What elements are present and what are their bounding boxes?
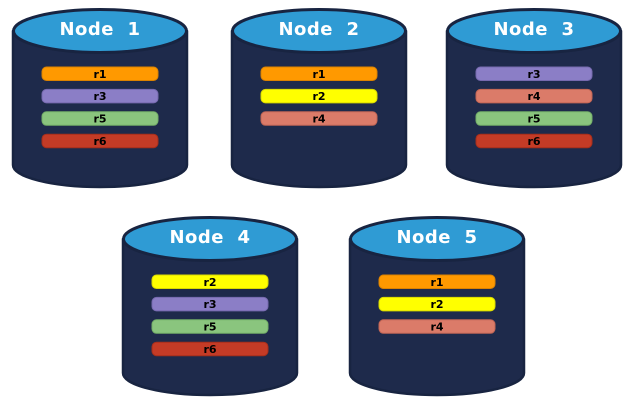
replica-bar-r5 bbox=[151, 319, 269, 334]
database-cylinder-icon: r1 r2 r4 bbox=[348, 216, 526, 397]
replica-bar-r6 bbox=[151, 341, 269, 357]
replica-label: r2 bbox=[312, 90, 325, 103]
replica-bar-r4 bbox=[475, 88, 593, 104]
replica-label: r3 bbox=[203, 298, 216, 311]
db-node: r3 r4 r5 r6 Node 3 bbox=[444, 5, 624, 191]
cylinder-cap bbox=[349, 216, 525, 262]
cylinder-cap bbox=[231, 8, 407, 54]
database-cylinder-icon: r1 r3 r5 r6 bbox=[11, 8, 189, 189]
node-title: Node 5 bbox=[396, 227, 478, 248]
replica-label: r6 bbox=[93, 135, 106, 148]
replica-label: r4 bbox=[312, 113, 325, 126]
db-node: r2 r3 r5 r6 Node 4 bbox=[120, 213, 300, 399]
replica-bar-r2 bbox=[260, 88, 378, 104]
node-title: Node 2 bbox=[278, 19, 360, 40]
replica-bar-r3 bbox=[151, 296, 269, 312]
replica-bars-group: r1 r3 r5 r6 bbox=[41, 66, 159, 149]
replica-bar-r6 bbox=[41, 133, 159, 149]
replica-bar-r4 bbox=[378, 319, 496, 334]
replica-bar-r4 bbox=[260, 111, 378, 126]
database-cylinder-icon: r3 r4 r5 r6 bbox=[445, 8, 623, 189]
db-node: r1 r3 r5 r6 Node 1 bbox=[10, 5, 190, 191]
replica-label: r1 bbox=[430, 276, 443, 289]
replica-bar-r2 bbox=[151, 274, 269, 289]
db-node: r1 r2 r4 Node 2 bbox=[229, 5, 409, 191]
replica-label: r2 bbox=[203, 276, 216, 289]
cylinder-body bbox=[11, 29, 189, 189]
cylinder-cap bbox=[12, 8, 188, 54]
database-cylinder-icon: r1 r2 r4 bbox=[230, 8, 408, 189]
replica-label: r5 bbox=[203, 321, 216, 334]
replica-label: r4 bbox=[430, 321, 443, 334]
replica-label: r3 bbox=[93, 90, 106, 103]
replica-bar-r1 bbox=[41, 66, 159, 81]
replica-bar-r6 bbox=[475, 133, 593, 149]
replica-bars-group: r1 r2 r4 bbox=[378, 274, 496, 334]
node-title: Node 3 bbox=[493, 19, 575, 40]
cylinder-body bbox=[230, 29, 408, 189]
cylinder-body bbox=[348, 237, 526, 397]
replica-bar-r1 bbox=[378, 274, 496, 289]
replica-label: r5 bbox=[93, 113, 106, 126]
replica-bar-r5 bbox=[475, 111, 593, 126]
replica-bar-r3 bbox=[475, 66, 593, 81]
replica-label: r5 bbox=[527, 113, 540, 126]
replica-bars-group: r3 r4 r5 r6 bbox=[475, 66, 593, 149]
replica-label: r6 bbox=[203, 343, 216, 356]
replica-bar-r2 bbox=[378, 296, 496, 312]
replica-bar-r3 bbox=[41, 88, 159, 104]
replica-bars-group: r2 r3 r5 r6 bbox=[151, 274, 269, 357]
database-cylinder-icon: r2 r3 r5 r6 bbox=[121, 216, 299, 397]
cylinder-cap bbox=[122, 216, 298, 262]
node-title: Node 4 bbox=[169, 227, 251, 248]
replica-bar-r5 bbox=[41, 111, 159, 126]
cylinder-body bbox=[445, 29, 623, 189]
db-node: r1 r2 r4 Node 5 bbox=[347, 213, 527, 399]
replica-label: r2 bbox=[430, 298, 443, 311]
cylinder-cap bbox=[446, 8, 622, 54]
replica-bars-group: r1 r2 r4 bbox=[260, 66, 378, 126]
replica-label: r6 bbox=[527, 135, 540, 148]
replica-label: r1 bbox=[312, 68, 325, 81]
replica-label: r1 bbox=[93, 68, 106, 81]
replica-label: r4 bbox=[527, 90, 540, 103]
replica-label: r3 bbox=[527, 68, 540, 81]
replica-bar-r1 bbox=[260, 66, 378, 81]
node-title: Node 1 bbox=[59, 19, 141, 40]
cylinder-body bbox=[121, 237, 299, 397]
